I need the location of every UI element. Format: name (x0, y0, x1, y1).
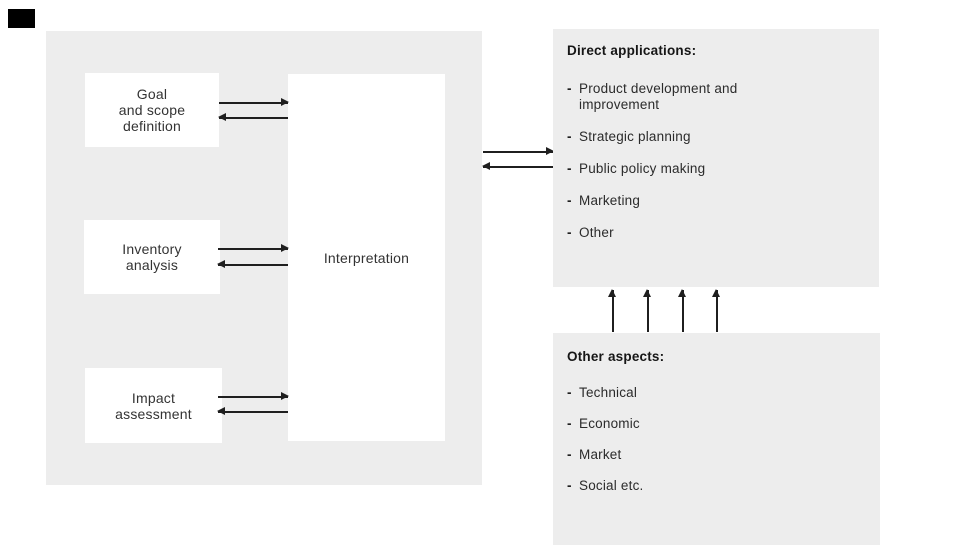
list-item: - Other (567, 225, 869, 241)
goal-and-scope-label: Goal and scope definition (118, 86, 186, 134)
list-item-text: Marketing (579, 193, 641, 208)
impact-assessment-label: Impact assessment (115, 389, 192, 422)
list-item: - Strategic planning (567, 129, 869, 145)
arrow-lca-to-direct-applications (483, 148, 554, 155)
interpretation-label: Interpretation (323, 249, 410, 266)
list-item-text: Public policy making (579, 161, 706, 176)
other-aspects-title: Other aspects: (567, 349, 665, 364)
arrow-interpretation-to-goal (218, 114, 288, 121)
impact-assessment-box: Impact assessment (85, 368, 222, 443)
other-aspects-panel: Other aspects: - Technical - Economic - … (553, 333, 880, 545)
list-item-text: Market (579, 447, 622, 462)
list-item: - Technical (567, 385, 870, 401)
arrow-other-aspects-up-1 (609, 289, 616, 332)
list-item-text: Product development and improvement (579, 81, 738, 112)
arrow-inventory-to-interpretation (218, 245, 289, 252)
arrow-interpretation-to-impact (217, 408, 288, 415)
inventory-analysis-label: Inventory analysis (122, 241, 182, 273)
bullet-dash: - (567, 81, 572, 96)
bullet-dash: - (567, 225, 572, 240)
list-item: - Economic (567, 416, 870, 432)
bullet-dash: - (567, 161, 572, 176)
list-item-text: Other (579, 225, 614, 240)
bullet-dash: - (567, 416, 572, 431)
inventory-analysis-box: Inventory analysis (84, 220, 220, 294)
bullet-dash: - (567, 129, 572, 144)
arrow-impact-to-interpretation (218, 393, 289, 400)
direct-applications-title: Direct applications: (567, 43, 697, 58)
bullet-dash: - (567, 193, 572, 208)
direct-applications-panel: Direct applications: - Product developme… (553, 29, 879, 287)
list-item: - Marketing (567, 193, 869, 209)
corner-black-mark (8, 9, 35, 28)
bullet-dash: - (567, 478, 572, 493)
list-item: - Social etc. (567, 478, 870, 494)
direct-applications-list: - Product development and improvement - … (567, 81, 869, 241)
bullet-dash: - (567, 447, 572, 462)
arrow-interpretation-to-inventory (217, 261, 288, 268)
list-item-text: Economic (579, 416, 640, 431)
list-item: - Market (567, 447, 870, 463)
arrow-other-aspects-up-4 (713, 289, 720, 332)
list-item: - Public policy making (567, 161, 869, 177)
arrow-other-aspects-up-2 (644, 289, 651, 332)
list-item: - Product development and improvement (567, 81, 869, 113)
list-item-text: Strategic planning (579, 129, 691, 144)
list-item-text: Technical (579, 385, 638, 400)
arrow-other-aspects-up-3 (679, 289, 686, 332)
arrow-goal-to-interpretation (219, 99, 289, 106)
goal-and-scope-box: Goal and scope definition (85, 73, 219, 147)
arrow-direct-applications-to-lca (482, 163, 553, 170)
bullet-dash: - (567, 385, 572, 400)
interpretation-box: Interpretation (288, 74, 445, 441)
other-aspects-list: - Technical - Economic - Market - Social… (567, 385, 870, 494)
list-item-text: Social etc. (579, 478, 644, 493)
